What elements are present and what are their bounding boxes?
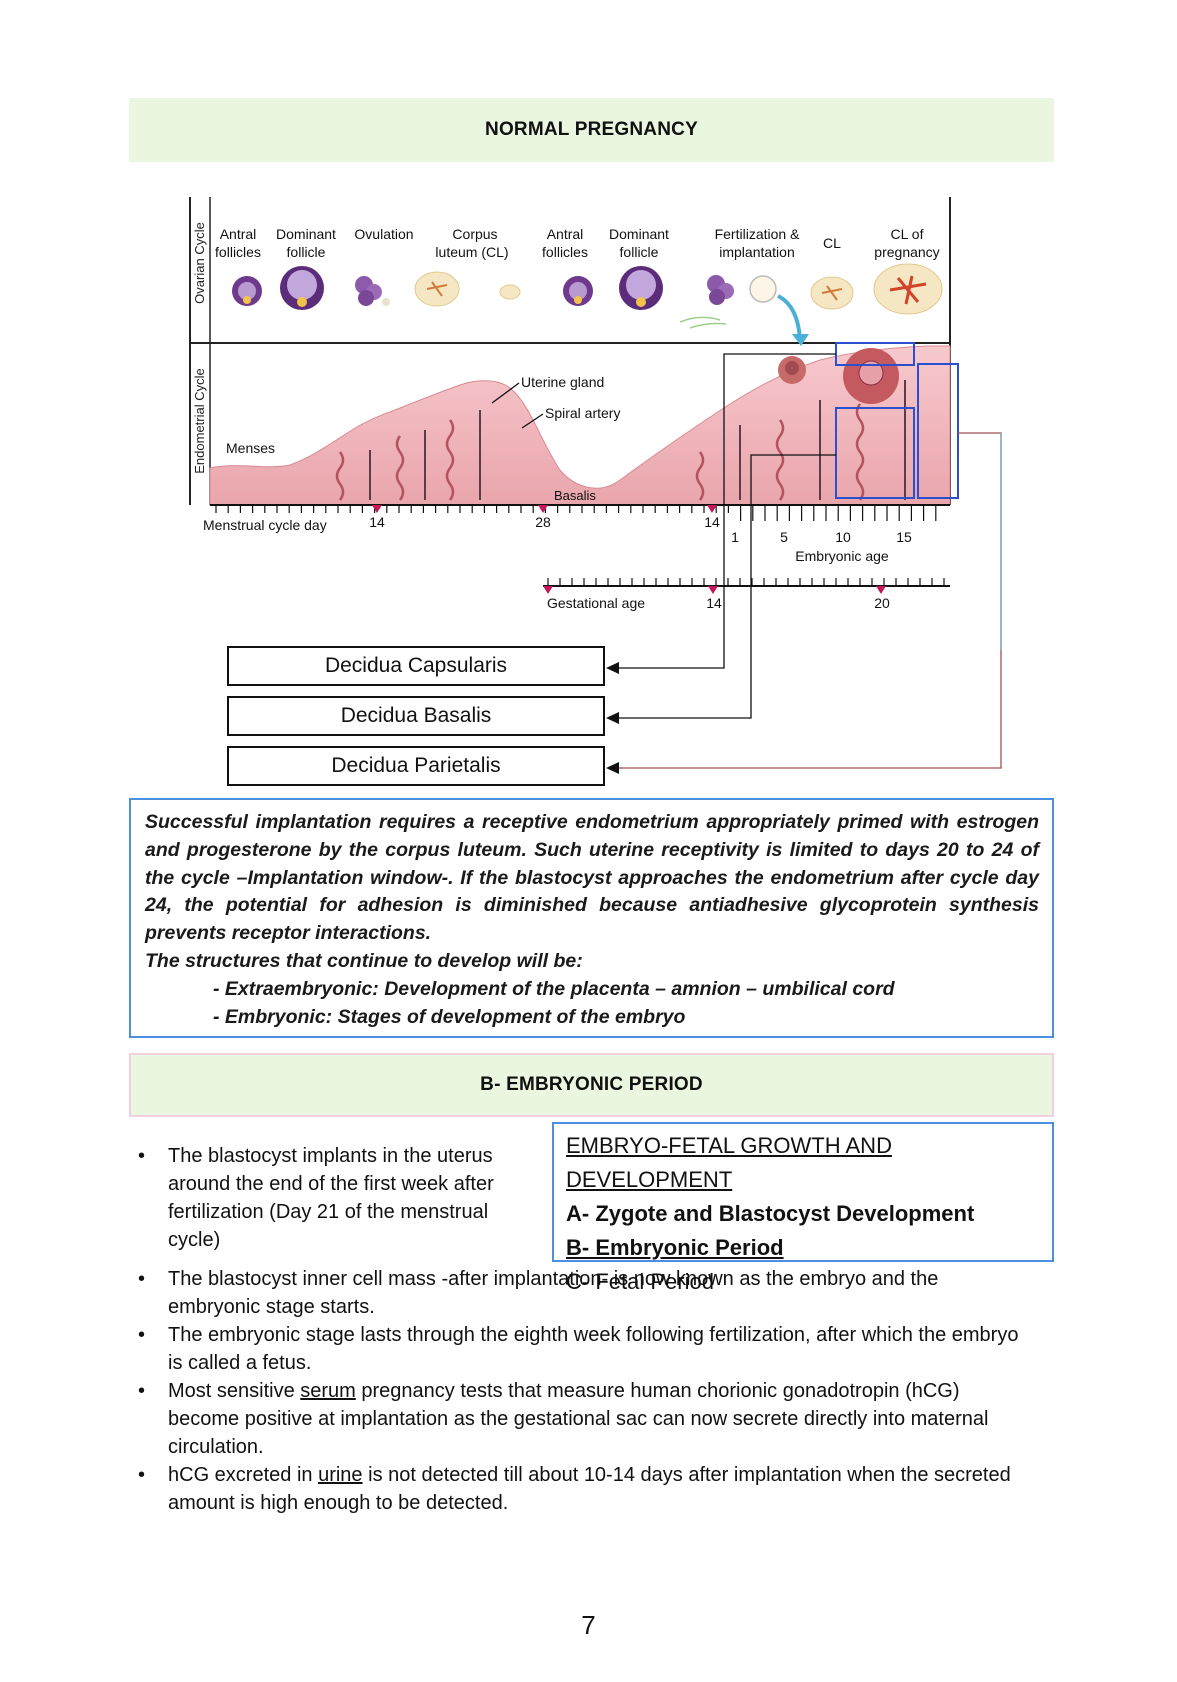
tick-label: 28 (535, 514, 551, 530)
fertilization-icon (679, 275, 809, 346)
spiral-artery (695, 451, 705, 501)
stage-label: luteum (CL) (435, 244, 508, 260)
antral-follicle-icon (563, 276, 593, 306)
day-marker (707, 505, 717, 513)
basalis-label: Basalis (554, 488, 596, 503)
bullet-list-top: The blastocyst implants in the uterus ar… (128, 1142, 540, 1254)
tick-label: 14 (704, 514, 720, 530)
decidua-basalis-box: Decidua Basalis (227, 696, 605, 736)
stage-label: Antral (547, 226, 584, 242)
endometrial-cycle-label: Endometrial Cycle (192, 368, 207, 474)
embryonic-age-label: Embryonic age (795, 548, 889, 564)
arrow-head (606, 662, 619, 674)
tick-label: 14 (706, 595, 722, 611)
menses-label: Menses (226, 440, 275, 456)
implantation-paragraph: Successful implantation requires a recep… (145, 811, 1039, 945)
gestational-age-label: Gestational age (547, 595, 645, 611)
arrow-head (606, 712, 619, 724)
spiral-artery (445, 419, 455, 501)
section-title: B- EMBRYONIC PERIOD (129, 1053, 1054, 1117)
urine-word: urine (318, 1464, 363, 1486)
stage-label: follicles (215, 244, 261, 260)
day-marker (543, 586, 553, 594)
stage-label: implantation (719, 244, 795, 260)
menstrual-cycle-day-label: Menstrual cycle day (203, 517, 327, 533)
basalis-connector (618, 454, 836, 719)
implantation-info-box: Successful implantation requires a recep… (129, 798, 1054, 1038)
stage-label: Fertilization & (715, 226, 800, 242)
cl-of-pregnancy-icon (873, 263, 943, 315)
bullet-item: The embryonic stage lasts through the ei… (128, 1321, 1028, 1377)
uterine-gland-label: Uterine gland (521, 374, 604, 390)
spiral-artery (855, 403, 865, 501)
tick-label: 1 (731, 529, 739, 545)
spiral-artery-label: Spiral artery (545, 405, 620, 421)
toc-box: EMBRYO-FETAL GROWTH AND DEVELOPMENT A- Z… (552, 1122, 1054, 1294)
bullet-list: The blastocyst inner cell mass -after im… (128, 1265, 1028, 1517)
serum-word: serum (300, 1380, 356, 1402)
stage-label: Antral (220, 226, 257, 242)
stage-label: Corpus (452, 226, 497, 242)
page-title: NORMAL PREGNANCY (129, 98, 1054, 162)
tick-label: 14 (369, 514, 385, 530)
spiral-artery (335, 451, 345, 501)
stage-label: follicles (542, 244, 588, 260)
small-cl-icon (499, 284, 521, 300)
cl-icon (810, 276, 854, 310)
ovulation-icon (355, 276, 390, 306)
tick-label: 5 (780, 529, 788, 545)
spiral-artery (395, 435, 405, 501)
tick-label: 20 (874, 595, 890, 611)
stage-label: pregnancy (874, 244, 939, 260)
stage-label: Ovulation (354, 226, 413, 242)
dominant-follicle-icon (619, 266, 663, 310)
arrow-head (606, 762, 619, 774)
stage-label: Dominant (276, 226, 336, 242)
toc-heading: EMBRYO-FETAL GROWTH AND DEVELOPMENT (566, 1133, 892, 1192)
structures-item: - Extraembryonic: Development of the pla… (213, 977, 895, 1000)
blastocyst-icon (778, 356, 806, 384)
day-marker (708, 586, 718, 594)
corpus-luteum-icon (414, 271, 460, 307)
ovarian-cycle-label: Ovarian Cycle (192, 222, 207, 304)
bullet-item: The blastocyst implants in the uterus ar… (128, 1142, 540, 1254)
implanted-embryo-icon (843, 348, 899, 404)
bullet-item: hCG excreted in urine is not detected ti… (128, 1461, 1028, 1517)
parietalis-highlight (917, 363, 959, 499)
structures-intro: The structures that continue to develop … (145, 949, 583, 972)
bullet-item: The blastocyst inner cell mass -after im… (128, 1265, 1028, 1321)
toc-item-current: B- Embryonic Period (566, 1235, 784, 1260)
decidua-capsularis-box: Decidua Capsularis (227, 646, 605, 686)
stage-label: Dominant (609, 226, 669, 242)
cycle-diagram: Ovarian Cycle Endometrial Cycle Antral f… (189, 197, 1002, 774)
structures-item: - Embryonic: Stages of development of th… (213, 1005, 686, 1028)
day-marker (372, 505, 382, 513)
bullet-item: Most sensitive serum pregnancy tests tha… (128, 1377, 1028, 1461)
endometrium-tissue (209, 345, 951, 506)
stage-label: CL of (891, 226, 924, 242)
day-marker (538, 505, 548, 513)
spiral-artery (775, 419, 785, 501)
capsularis-connector (618, 353, 836, 669)
stage-label: follicle (287, 244, 326, 260)
day-marker (876, 586, 886, 594)
toc-item: A- Zygote and Blastocyst Development (566, 1201, 975, 1226)
stage-label: CL (823, 235, 841, 251)
page-number: 7 (581, 1610, 596, 1640)
tick-label: 15 (896, 529, 912, 545)
antral-follicle-icon (232, 276, 262, 306)
tick-label: 10 (835, 529, 851, 545)
basalis-highlight (835, 407, 915, 499)
decidua-parietalis-box: Decidua Parietalis (227, 746, 605, 786)
stage-label: follicle (620, 244, 659, 260)
dominant-follicle-icon (280, 266, 324, 310)
